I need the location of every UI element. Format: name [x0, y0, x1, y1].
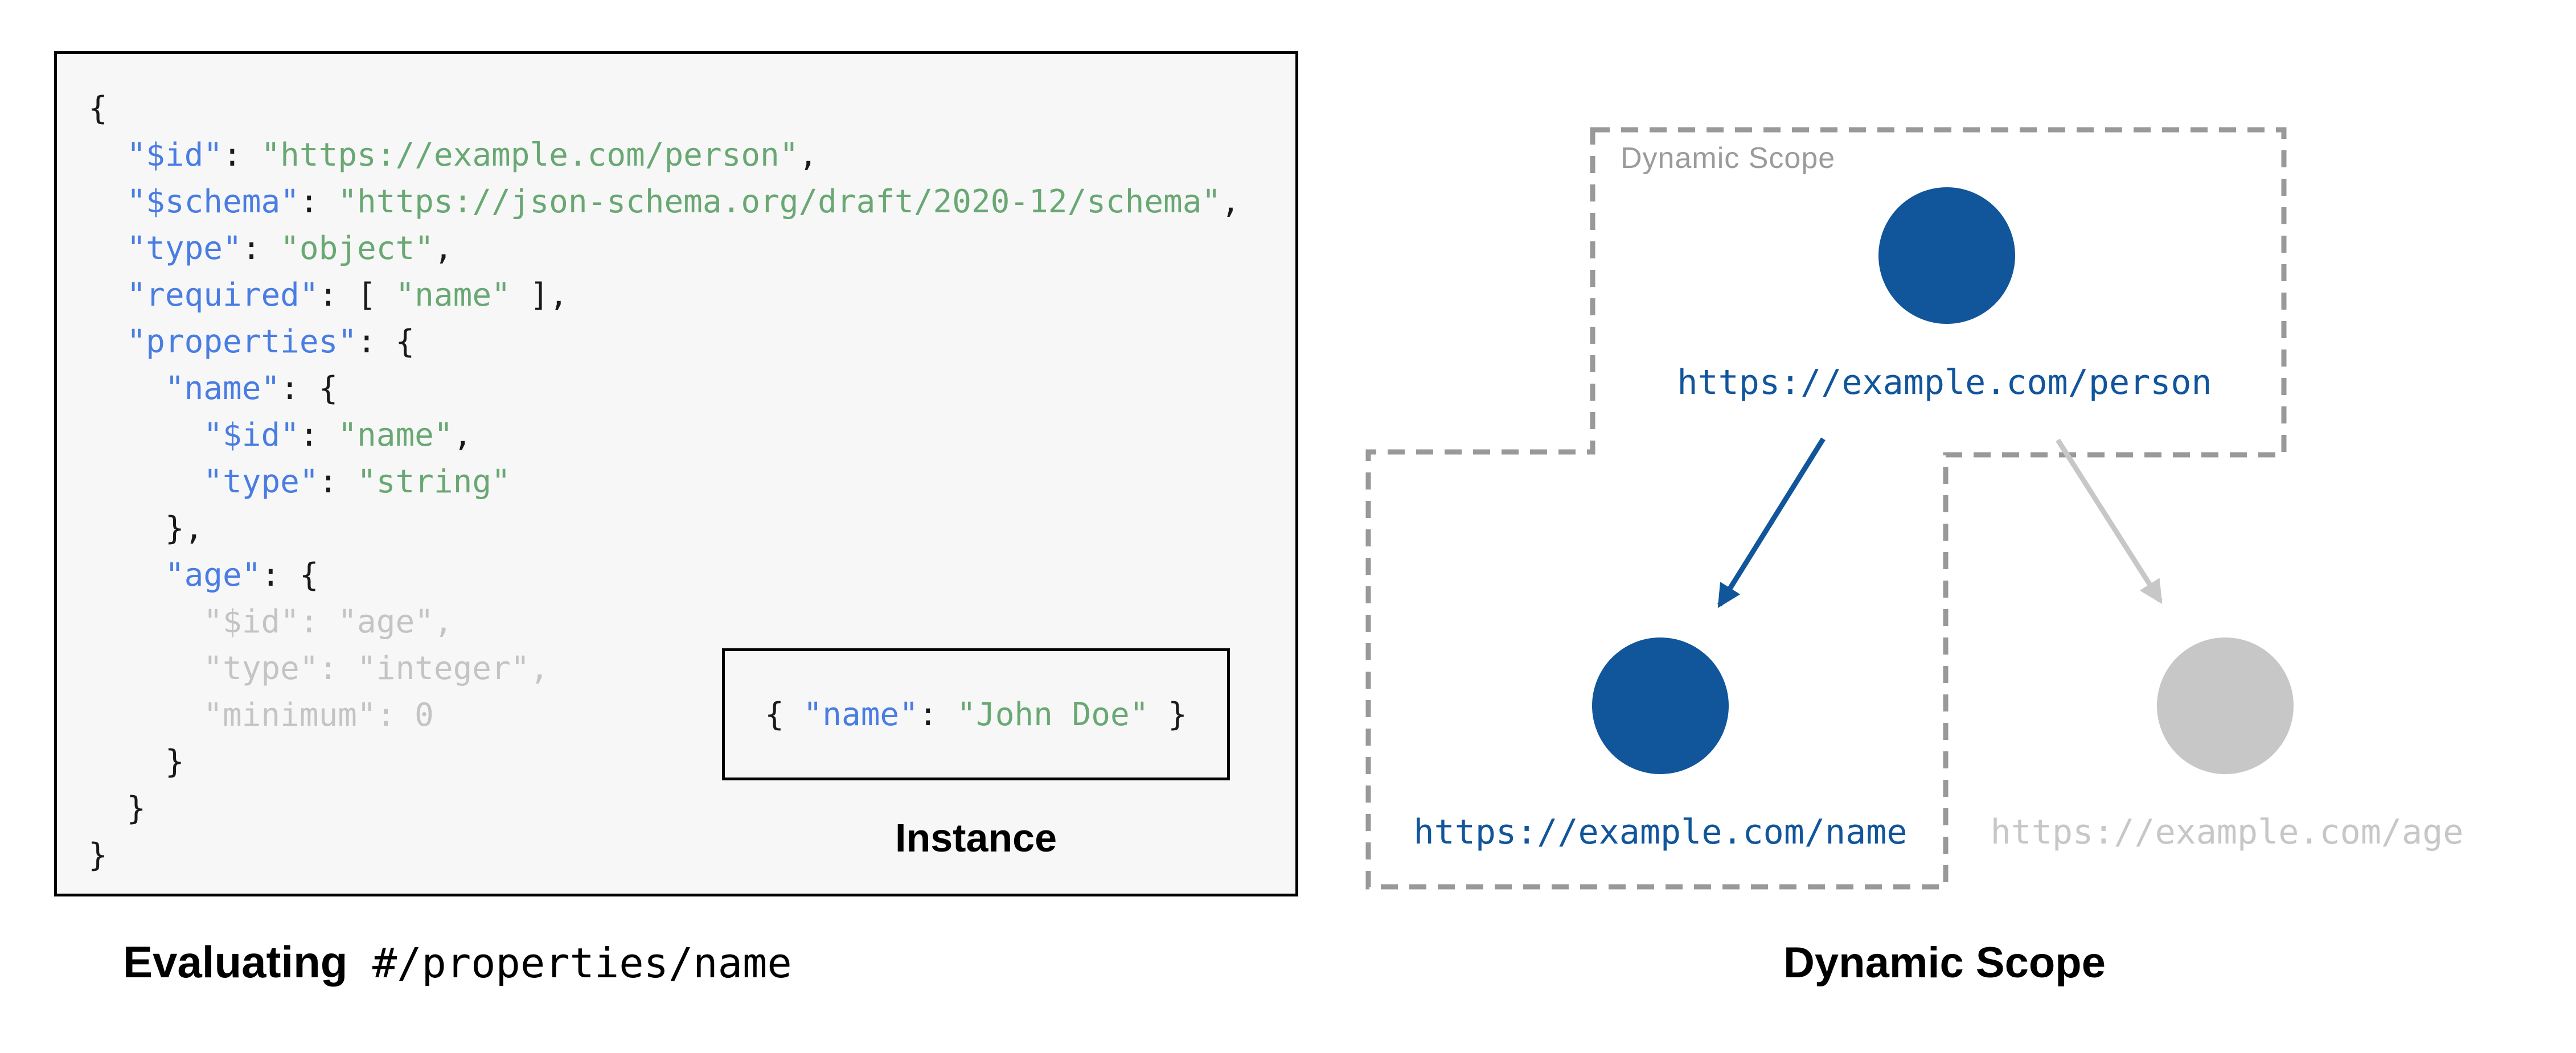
code-line: },	[88, 510, 204, 547]
schema-panel: { "$id": "https://example.com/person", "…	[54, 51, 1298, 896]
code-line: "type": "object",	[126, 230, 453, 267]
code-line: "$id": "https://example.com/person",	[126, 137, 818, 174]
code-line: }	[88, 743, 184, 780]
code-line: "age": {	[165, 557, 319, 594]
person-node-circle	[1878, 187, 2015, 324]
scope-outline	[1365, 127, 2287, 890]
name-node-url: https://example.com/name	[1413, 812, 1908, 852]
code-line: "$schema": "https://json-schema.org/draf…	[126, 183, 1240, 220]
schema-panel-caption: Evaluating #/properties/name	[123, 936, 792, 988]
code-line: "$id": "age",	[88, 603, 453, 640]
arrow-person-to-age	[2056, 438, 2163, 604]
code-line: "$id": "name",	[203, 417, 473, 454]
code-line: }	[88, 790, 146, 827]
age-node-url: https://example.com/age	[1990, 812, 2464, 852]
caption-json-pointer: #/properties/name	[347, 939, 792, 987]
code-line: "properties": {	[126, 323, 415, 360]
schema-code-block: { "$id": "https://example.com/person", "…	[88, 85, 1240, 879]
code-line: {	[88, 90, 108, 127]
person-node-url: https://example.com/person	[1677, 363, 2212, 402]
code-line: "minimum": 0	[88, 697, 434, 734]
diagram-caption: Dynamic Scope	[1783, 939, 2106, 987]
instance-label: Instance	[895, 816, 1057, 860]
caption-evaluating: Evaluating	[123, 937, 348, 987]
scope-label: Dynamic Scope	[1621, 142, 1836, 175]
arrow-person-to-name	[1717, 437, 1826, 608]
name-node-circle	[1592, 637, 1729, 774]
code-line: "required": [ "name" ],	[126, 277, 568, 314]
age-node-circle	[2157, 637, 2294, 774]
code-line: { "name": "John Doe" }	[765, 696, 1187, 733]
code-line: "name": {	[165, 370, 338, 407]
code-line: "type": "string"	[203, 463, 511, 500]
code-line: "type": "integer",	[88, 650, 549, 687]
instance-box: { "name": "John Doe" }	[722, 648, 1230, 780]
code-line: }	[88, 837, 108, 874]
